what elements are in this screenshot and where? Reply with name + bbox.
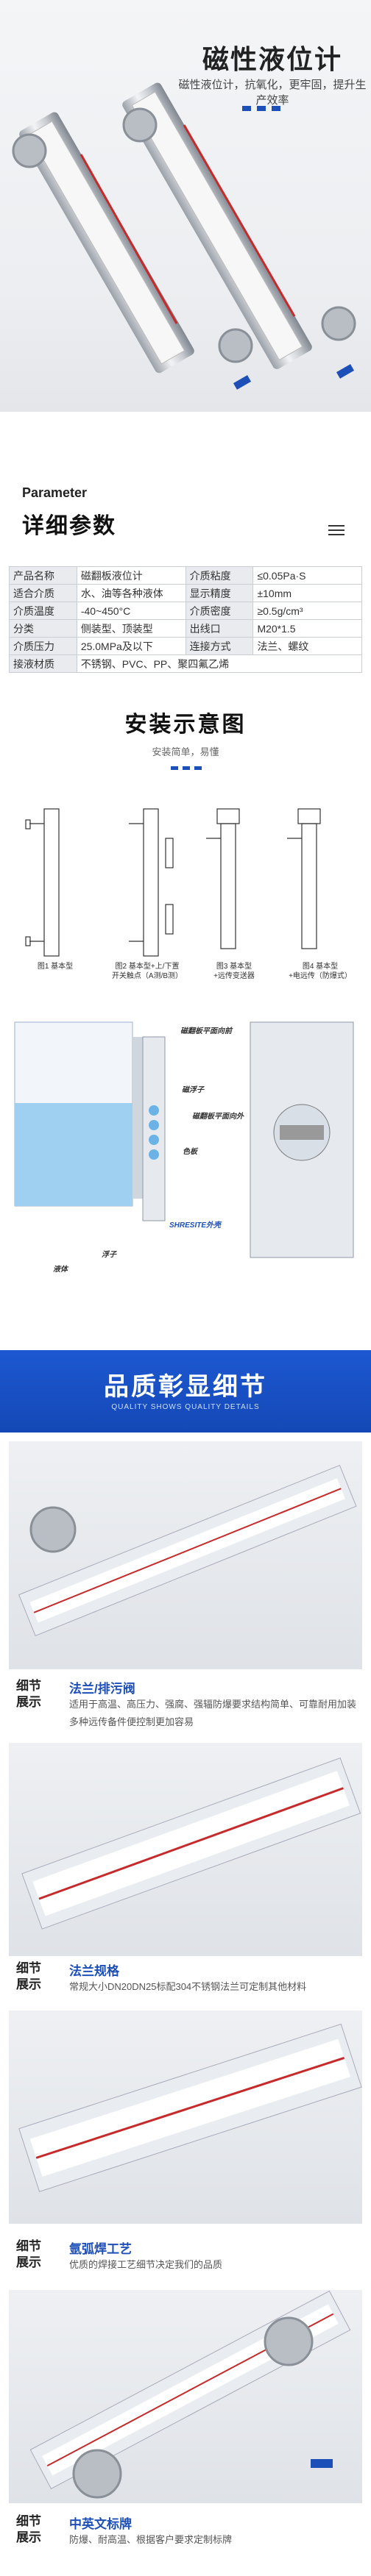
parameter-cell: M20*1.5 xyxy=(252,619,362,638)
install-decoration-dots xyxy=(171,760,206,774)
detail-label-4: 细节 展示 xyxy=(16,2514,41,2544)
details-banner: 品质彰显细节 QUALITY SHOWS QUALITY DETAILS xyxy=(0,1350,371,1433)
parameter-cell: 适合介质 xyxy=(9,584,77,602)
parameter-cell: 介质密度 xyxy=(185,602,254,620)
details-title: 品质彰显细节 xyxy=(104,1373,267,1401)
parameter-cell: 水、油等各种液体 xyxy=(76,584,186,602)
menu-icon xyxy=(328,525,344,535)
parameter-row: 接液材质不锈钢、PVC、PP、聚四氟乙烯 xyxy=(9,654,363,673)
diagram-caption-4: 图4 基本型 +电远传（防爆式） xyxy=(289,963,352,980)
hero-subtitle: 磁性液位计，抗氧化，更牢固，提升生产效率 xyxy=(178,79,367,107)
details-subtitle: QUALITY SHOWS QUALITY DETAILS xyxy=(111,1403,260,1411)
install-title: 安装示意图 xyxy=(124,713,247,737)
parameter-cell: 介质粘度 xyxy=(185,566,254,585)
hero-section: 磁性液位计 磁性液位计，抗氧化，更牢固，提升生产效率 xyxy=(0,0,371,412)
parameter-cell: ≥0.5g/cm³ xyxy=(252,602,362,620)
label-tube: 色板 xyxy=(183,1148,197,1156)
parameter-cell: 接液材质 xyxy=(9,654,77,673)
detail-label-1: 细节 展示 xyxy=(16,1679,41,1709)
parameter-cell: 25.0MPa及以下 xyxy=(76,637,186,655)
detail-title-4: 中英文标牌 xyxy=(69,2517,132,2531)
diagram-caption-2: 图2 基本型+上/下置 开关触点（A测/B测） xyxy=(111,963,183,980)
parameter-cell: 磁翻板液位计 xyxy=(76,566,186,585)
label-liquid: 液体 xyxy=(53,1266,68,1274)
parameter-cell: -40~450°C xyxy=(76,602,186,620)
hero-title: 磁性液位计 xyxy=(202,44,342,74)
parameter-en-title: Parameter xyxy=(22,485,88,500)
detail-desc-3: 优质的焊接工艺细节决定我们的品质 xyxy=(69,2259,223,2270)
detail-desc-4: 防爆、耐高温、根据客户要求定制标牌 xyxy=(69,2534,233,2545)
parameter-cell: 介质温度 xyxy=(9,602,77,620)
parameter-cell: 介质压力 xyxy=(9,637,77,655)
parameter-cell: 分类 xyxy=(9,619,77,638)
parameter-cell: ±10mm xyxy=(252,584,362,602)
parameter-cell: 显示精度 xyxy=(185,584,254,602)
parameter-cell: 连接方式 xyxy=(185,637,254,655)
parameter-cell: 侧装型、顶装型 xyxy=(76,619,186,638)
label-flow: 浮子 xyxy=(102,1251,116,1259)
label-brand: SHRESITE外壳 xyxy=(169,1221,221,1230)
detail-image-4 xyxy=(9,2290,362,2503)
detail-label-3: 细节 展示 xyxy=(16,2239,41,2269)
parameter-cell: 产品名称 xyxy=(9,566,77,585)
parameter-cell: 法兰、螺纹 xyxy=(252,637,362,655)
diagram-caption-3: 图3 基本型 +远传变送器 xyxy=(213,963,255,980)
detail-desc-2: 常规大小DN20DN25标配304不锈钢法兰可定制其他材料 xyxy=(69,1981,307,1992)
hero-decoration-dots xyxy=(242,101,286,115)
parameter-cell: 不锈钢、PVC、PP、聚四氟乙烯 xyxy=(76,654,363,673)
level-gauge-product-image xyxy=(12,82,356,390)
detail-image-3 xyxy=(9,2011,362,2224)
parameter-row: 适合介质水、油等各种液体显示精度±10mm xyxy=(9,584,362,602)
detail-desc-1: 适用于高温、高压力、强腐、强辐防爆要求结构简单、可靠耐用加装多种远传备件便控制更… xyxy=(69,1699,357,1727)
detail-title-2: 法兰规格 xyxy=(69,1964,119,1978)
label-top: 磁翻板平面向前 xyxy=(180,1027,232,1035)
detail-image-1 xyxy=(9,1441,362,1669)
label-float: 磁浮子 xyxy=(182,1086,204,1094)
parameter-cell: ≤0.05Pa·S xyxy=(252,566,362,585)
label-side: 磁翻板平面向外 xyxy=(192,1113,244,1121)
diagram-caption-1: 图1 基本型 xyxy=(37,963,74,971)
detail-label-2: 细节 展示 xyxy=(16,1961,41,1991)
detail-title-3: 氩弧焊工艺 xyxy=(69,2242,132,2256)
install-subtitle: 安装简单，易懂 xyxy=(152,746,219,757)
detail-image-2 xyxy=(9,1743,362,1956)
parameter-zh-title: 详细参数 xyxy=(22,514,116,538)
detail-title-1: 法兰/排污阀 xyxy=(69,1682,135,1696)
parameter-cell: 出线口 xyxy=(185,619,254,638)
parameter-row: 产品名称磁翻板液位计介质粘度≤0.05Pa·S xyxy=(9,566,362,585)
install-principle-diagram xyxy=(14,1021,354,1258)
install-diagram-drawings xyxy=(25,808,321,957)
